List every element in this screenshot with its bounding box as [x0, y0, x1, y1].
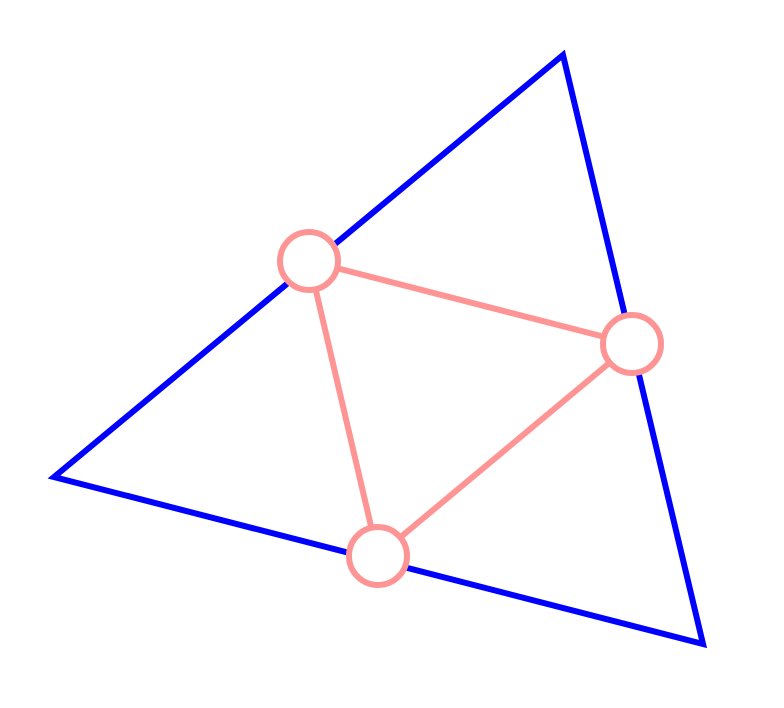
medial-edge-top	[308, 258, 633, 347]
midpoint-circle-right	[600, 312, 664, 376]
midpoint-circle-left	[277, 229, 341, 293]
medial-triangle	[306, 258, 634, 559]
midpoint-circle-bottom	[346, 524, 410, 588]
medial-edge-right	[376, 341, 634, 559]
medial-edge-left	[306, 260, 381, 557]
midpoint-markers	[277, 229, 664, 588]
